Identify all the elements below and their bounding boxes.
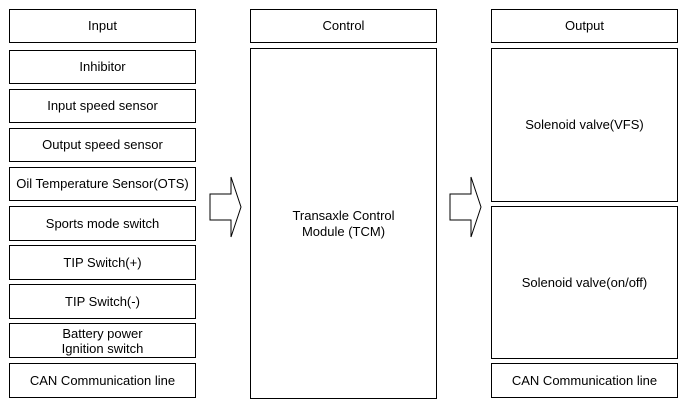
input-box-inhibitor: Inhibitor (9, 50, 196, 84)
input-label-tip-switch-plus: TIP Switch(+) (63, 254, 142, 270)
input-label-sports-mode-switch: Sports mode switch (45, 215, 160, 231)
arrow-control-to-output-icon (449, 176, 482, 238)
input-header: Input (9, 9, 196, 43)
output-header-label: Output (564, 18, 605, 33)
control-header-label: Control (322, 18, 365, 33)
input-box-sports-mode-switch: Sports mode switch (9, 206, 196, 241)
input-box-oil-temperature-sensor: Oil Temperature Sensor(OTS) (9, 167, 196, 201)
tcm-module-line1: Transaxle Control (292, 207, 395, 223)
tcm-module-line2: Module (TCM) (301, 223, 386, 239)
output-box-solenoid-vfs: Solenoid valve(VFS) (491, 48, 678, 202)
input-box-tip-switch-minus: TIP Switch(-) (9, 284, 196, 319)
output-label-solenoid-onoff: Solenoid valve(on/off) (521, 274, 648, 290)
input-label-tip-switch-minus: TIP Switch(-) (65, 293, 140, 309)
output-box-solenoid-onoff: Solenoid valve(on/off) (491, 206, 678, 359)
input-box-can-line: CAN Communication line (9, 363, 196, 398)
input-label-output-speed-sensor: Output speed sensor (42, 137, 163, 152)
output-header: Output (491, 9, 678, 43)
input-header-label: Input (88, 18, 117, 33)
output-box-can-line: CAN Communication line (491, 363, 678, 398)
input-label-oil-temperature-sensor: Oil Temperature Sensor(OTS) (16, 176, 189, 191)
control-header: Control (250, 9, 437, 43)
output-label-can-line: CAN Communication line (511, 372, 658, 388)
input-box-tip-switch-plus: TIP Switch(+) (9, 245, 196, 280)
input-label-can-line: CAN Communication line (29, 372, 176, 388)
tcm-module-box: Transaxle Control Module (TCM) (250, 48, 437, 399)
input-label-input-speed-sensor: Input speed sensor (47, 98, 158, 113)
input-box-output-speed-sensor: Output speed sensor (9, 128, 196, 162)
input-box-battery-ignition: Battery power Ignition switch (9, 323, 196, 358)
arrow-input-to-control-icon (209, 176, 242, 238)
output-label-solenoid-vfs: Solenoid valve(VFS) (525, 117, 644, 132)
input-box-input-speed-sensor: Input speed sensor (9, 89, 196, 123)
input-label-inhibitor: Inhibitor (79, 59, 126, 74)
input-label-battery-ignition: Battery power Ignition switch (61, 325, 144, 356)
